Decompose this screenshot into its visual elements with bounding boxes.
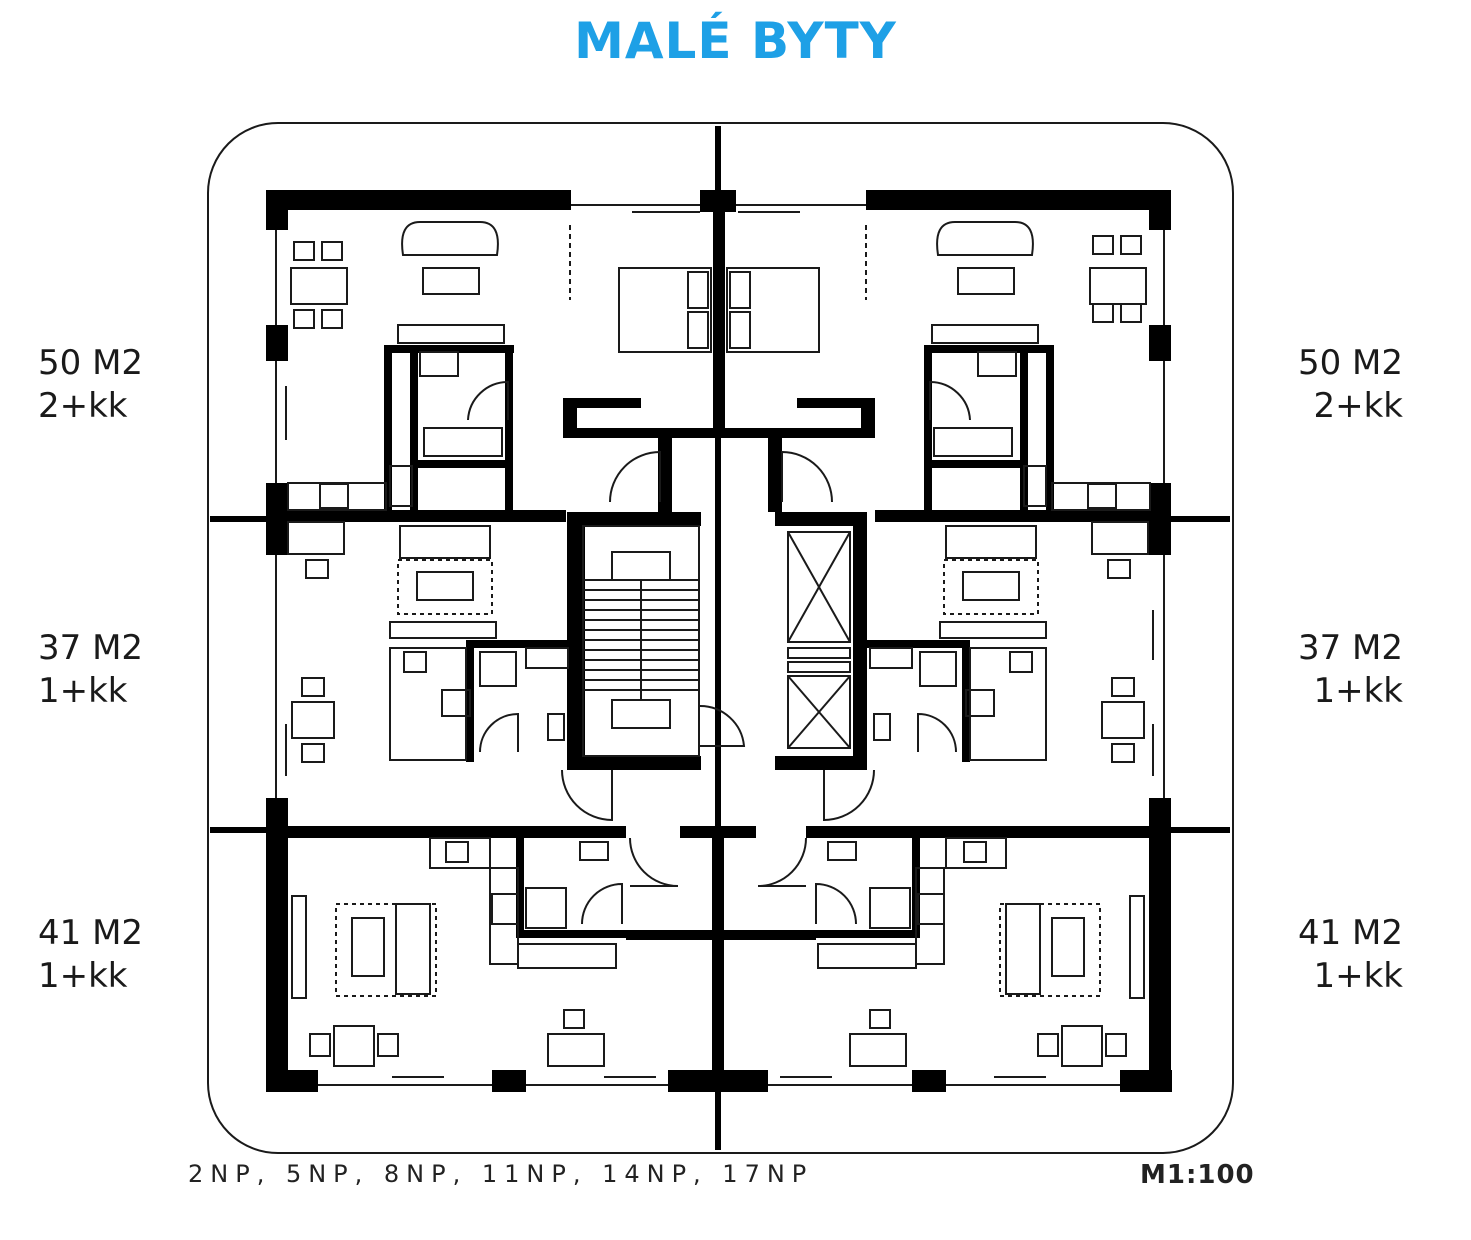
unit-area: 41 M2 — [38, 913, 144, 953]
elevator — [787, 531, 851, 643]
door — [757, 837, 807, 887]
cooktop — [319, 483, 349, 509]
unit-label-left-top: 50 M2 2+kk — [38, 342, 143, 428]
unit-area: 37 M2 — [38, 628, 144, 668]
page-title: MALÉ BYTY — [574, 12, 897, 70]
unit-label-left-middle: 37 M2 1+kk — [38, 627, 143, 713]
unit-label-right-top: 50 M2 2+kk — [1298, 342, 1403, 428]
sofa — [936, 221, 1034, 256]
sofa — [399, 525, 491, 559]
unit-area: 50 M2 — [38, 343, 144, 383]
bed — [618, 267, 712, 353]
sofa — [401, 221, 499, 256]
unit-layout: 1+kk — [38, 671, 128, 711]
unit-layout: 2+kk — [1313, 386, 1404, 426]
door — [781, 450, 833, 503]
unit-label-right-middle: 37 M2 1+kk — [1298, 627, 1403, 713]
elevator — [787, 675, 851, 749]
scale-label: M1:100 — [1140, 1160, 1255, 1190]
coffee-table — [962, 571, 1020, 601]
desk — [849, 1033, 907, 1067]
door — [699, 704, 746, 747]
coffee-table — [957, 267, 1015, 295]
unit-area: 50 M2 — [1297, 343, 1403, 383]
door — [561, 769, 613, 822]
dining-table — [291, 701, 335, 739]
dining-table — [1101, 701, 1145, 739]
dining-table — [1061, 1025, 1103, 1067]
unit-label-left-bottom: 41 M2 1+kk — [38, 912, 143, 998]
coffee-table — [351, 917, 385, 977]
door — [815, 882, 857, 925]
building-outline — [207, 122, 1234, 1154]
door — [479, 712, 519, 753]
door — [629, 837, 679, 887]
door — [467, 380, 509, 421]
unit-label-right-bottom: 41 M2 1+kk — [1298, 912, 1403, 998]
dining-table — [290, 267, 348, 305]
unit-layout: 1+kk — [1313, 956, 1404, 996]
coffee-table — [416, 571, 474, 601]
stair-steps — [583, 551, 699, 729]
sofa — [1005, 903, 1041, 995]
door — [609, 450, 661, 503]
bed — [726, 267, 820, 353]
desk — [547, 1033, 605, 1067]
dining-table — [1089, 267, 1147, 305]
dining-table — [333, 1025, 375, 1067]
walls — [266, 190, 1172, 1092]
sofa — [395, 903, 431, 995]
door — [929, 380, 971, 421]
sofa — [945, 525, 1037, 559]
unit-layout: 1+kk — [1313, 671, 1404, 711]
unit-layout: 2+kk — [38, 386, 128, 426]
floor-list: 2NP, 5NP, 8NP, 11NP, 14NP, 17NP — [188, 1160, 814, 1188]
door — [823, 769, 875, 822]
door — [581, 882, 623, 925]
unit-layout: 1+kk — [38, 956, 128, 996]
coffee-table — [422, 267, 480, 295]
cooktop — [1087, 483, 1117, 509]
unit-area: 37 M2 — [1297, 628, 1403, 668]
unit-area: 41 M2 — [1297, 913, 1403, 953]
coffee-table — [1051, 917, 1085, 977]
door — [917, 712, 957, 753]
bathtub — [933, 427, 1013, 457]
bathtub — [423, 427, 503, 457]
